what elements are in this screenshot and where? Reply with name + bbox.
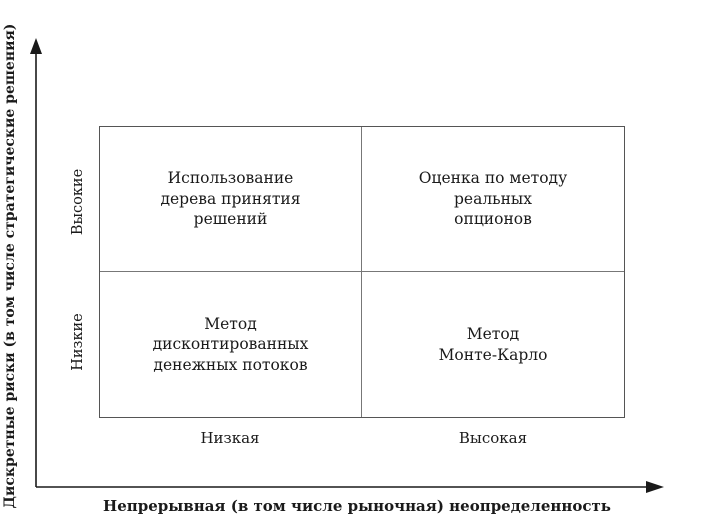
x-axis-arrowhead-icon [646, 481, 664, 493]
cell-line: реальных [453, 189, 533, 208]
cell-line: Метод [466, 324, 520, 343]
cell-monte-carlo: Метод Монте-Карло [362, 272, 624, 417]
cell-line: решений [193, 210, 268, 229]
cell-line: Монте-Карло [438, 345, 548, 364]
column-label-low: Низкая [200, 429, 260, 447]
cell-line: Использование [167, 169, 294, 188]
cell-dcf: Метод дисконтированных денежных потоков [100, 272, 362, 417]
risk-matrix: Использование дерева принятия решений Оц… [99, 126, 625, 418]
cell-line: опционов [454, 210, 532, 229]
x-axis-title: Непрерывная (в том числе рыночная) неопр… [103, 497, 611, 515]
y-axis-title: Дискретные риски (в том числе стратегиче… [2, 23, 18, 509]
cell-decision-tree: Использование дерева принятия решений [100, 127, 362, 272]
cell-line: Метод [204, 314, 257, 333]
row-label-high: Высокие [70, 168, 86, 236]
cell-line: денежных потоков [153, 355, 308, 374]
cell-text: Метод дисконтированных денежных потоков [153, 314, 309, 376]
cell-line: дерева принятия [160, 189, 301, 208]
cell-text: Использование дерева принятия решений [160, 168, 300, 230]
cell-text: Метод Монте-Карло [439, 324, 548, 365]
y-axis-arrowhead-icon [30, 38, 42, 54]
cell-real-options: Оценка по методу реальных опционов [362, 127, 624, 272]
cell-line: Оценка по методу [418, 169, 568, 188]
row-label-low: Низкие [70, 313, 86, 371]
column-label-high: Высокая [458, 429, 528, 447]
cell-line: дисконтированных [152, 335, 309, 354]
cell-text: Оценка по методу реальных опционов [419, 168, 567, 230]
